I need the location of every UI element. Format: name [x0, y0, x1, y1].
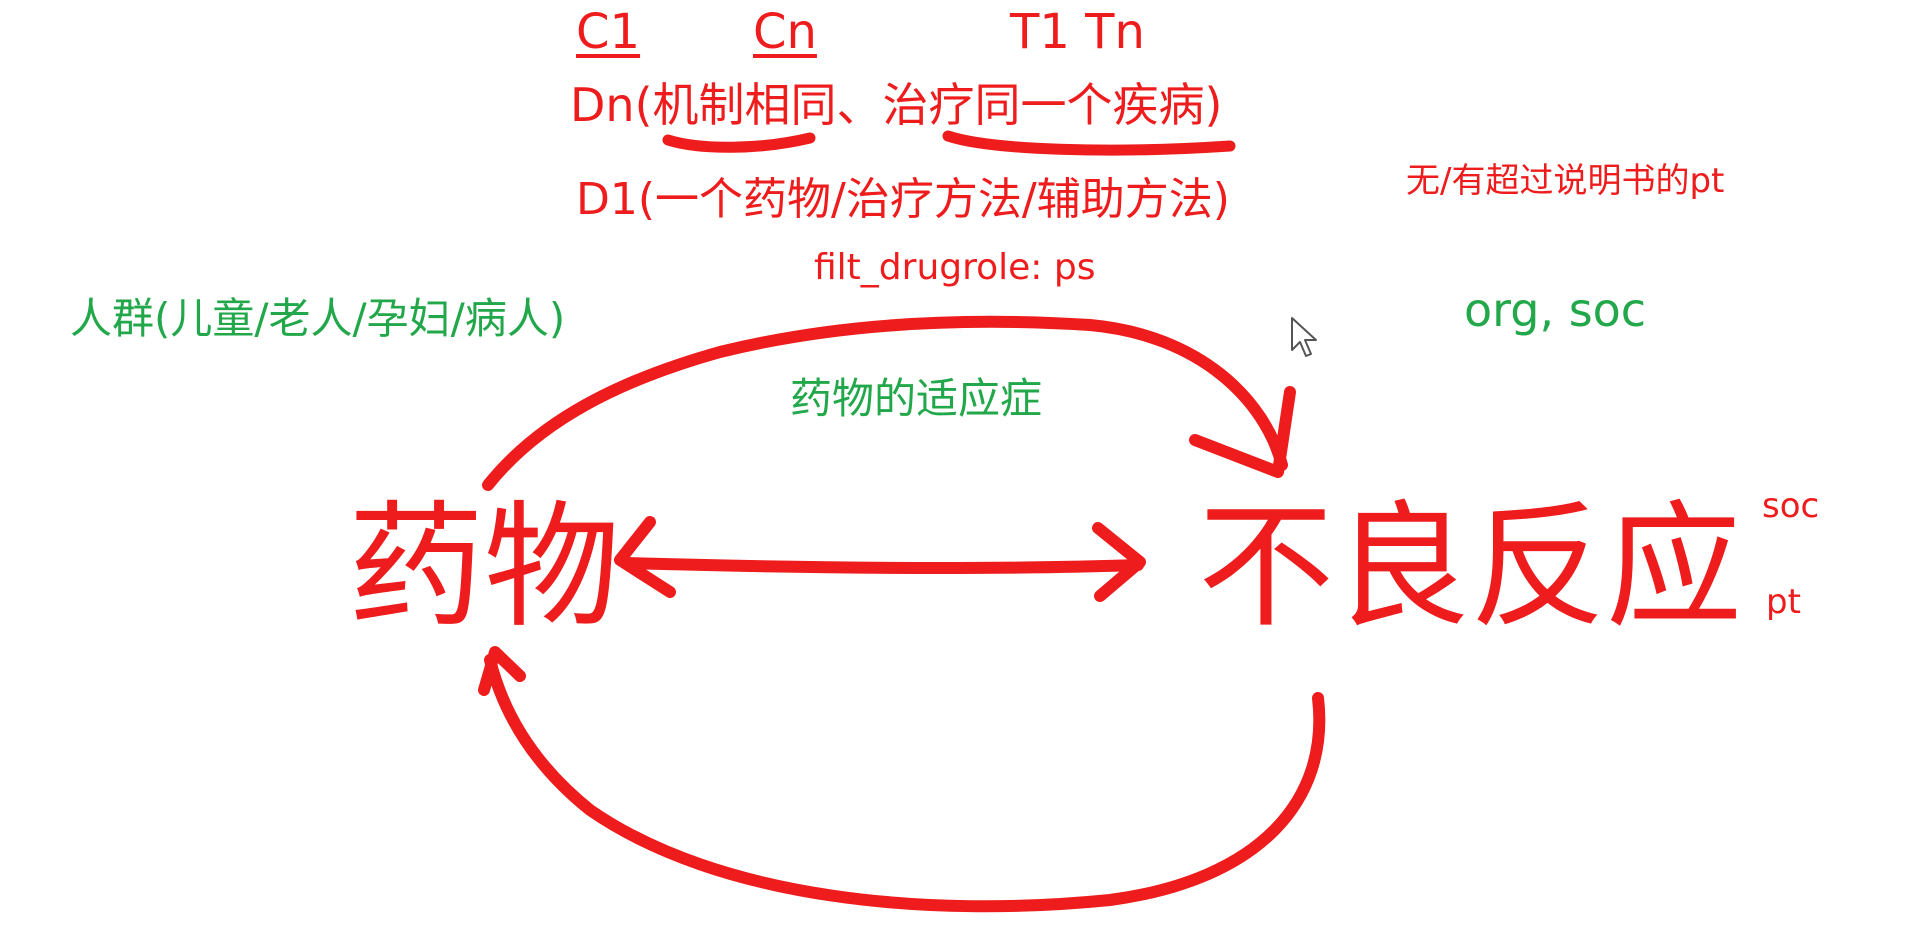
top-curve-arrowhead: [1189, 386, 1296, 478]
pt-label: pt: [1766, 582, 1801, 622]
underline-mechanism: [662, 132, 816, 153]
dn-line: Dn(机制相同、治疗同一个疾病): [570, 78, 1223, 132]
population-label: 人群(儿童/老人/孕妇/病人): [70, 294, 566, 343]
bottom-curve-arrow: [484, 654, 1326, 913]
mouse-pointer-icon: [1291, 317, 1317, 357]
underline-treatment: [942, 130, 1236, 156]
drug-node: 药物: [348, 489, 620, 647]
bidirectional-arrow-line: [619, 557, 1144, 574]
adverse-reaction-node: 不良反应: [1198, 489, 1742, 647]
filt-drugrole-label: filt_drugrole: ps: [814, 247, 1096, 288]
right-arrowhead: [1092, 522, 1146, 602]
org-soc-label: org, soc: [1464, 283, 1647, 337]
soc-label: soc: [1762, 486, 1820, 526]
drug-indication-label: 药物的适应症: [790, 374, 1043, 423]
t1-tn-label: T1 Tn: [1010, 4, 1145, 60]
d1-line: D1(一个药物/治疗方法/辅助方法): [576, 174, 1230, 225]
bottom-curve-arrowhead: [478, 646, 526, 696]
top-curve-arrow: [482, 315, 1288, 491]
cn-label: Cn: [753, 4, 817, 60]
exceed-label-pt: 无/有超过说明书的pt: [1406, 161, 1725, 201]
left-arrowhead: [614, 516, 676, 598]
c1-label: C1: [576, 4, 641, 60]
